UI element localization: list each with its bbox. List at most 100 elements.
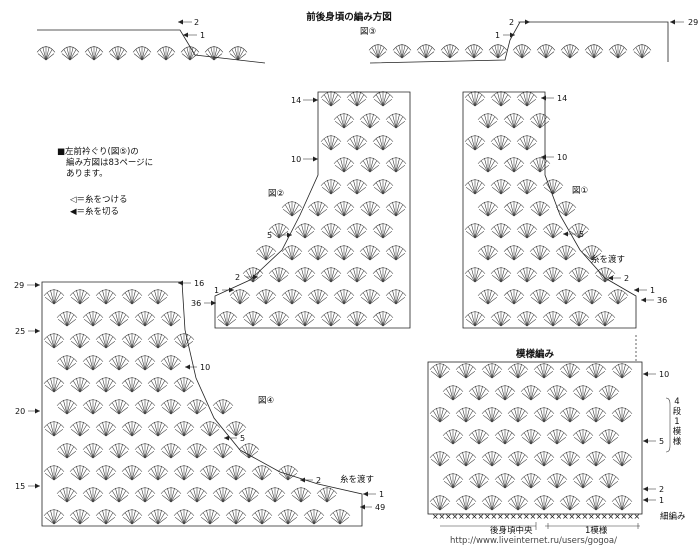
swatch-motif <box>455 407 477 423</box>
row-label-f4-20: 20 <box>15 407 25 416</box>
figure-3-label: 図③ <box>360 27 376 37</box>
fig1-motif <box>542 311 564 327</box>
swatch-motif <box>442 385 464 401</box>
fig1-motif <box>568 267 590 283</box>
fig4-motif <box>43 421 65 437</box>
svg-text:×: × <box>491 512 498 521</box>
fig4-motif <box>56 311 78 327</box>
fig1-motif <box>490 267 512 283</box>
fig4-motif <box>69 333 91 349</box>
fig3-motif <box>512 44 532 59</box>
row-label-pat-5: 5 <box>659 437 664 446</box>
fig2-motif <box>307 201 329 217</box>
swatch-motif <box>559 451 581 467</box>
figure-3-outline <box>37 21 669 64</box>
fig4-motif <box>43 509 65 525</box>
fig2-motif <box>346 223 368 239</box>
watermark-url: http://www.liveinternet.ru/users/gogoa/ <box>450 536 617 546</box>
fig4-motif <box>290 487 312 503</box>
fig4-motif <box>56 399 78 415</box>
fig4-motif <box>95 377 117 393</box>
fig3-motif <box>156 46 176 61</box>
svg-text:×: × <box>621 512 628 521</box>
fig2-motif <box>385 113 407 129</box>
svg-text:×: × <box>549 512 556 521</box>
fig2-motif <box>216 311 238 327</box>
fig1-motif <box>490 223 512 239</box>
fig4-motif <box>82 311 104 327</box>
fig2-motif <box>307 245 329 261</box>
swatch-motif <box>611 451 633 467</box>
fig4-motif <box>277 509 299 525</box>
swatch-motif <box>442 429 464 445</box>
fig2-motif <box>320 267 342 283</box>
fig3-motif <box>416 44 436 59</box>
fig2-motif <box>385 201 407 217</box>
fig4-motif <box>225 509 247 525</box>
fig2-motif <box>281 201 303 217</box>
note-line-3: あります。 <box>66 169 108 179</box>
fig3-motif <box>392 44 412 59</box>
fig4-motif <box>225 421 247 437</box>
row-arrow <box>178 280 191 286</box>
svg-text:×: × <box>569 512 576 521</box>
crochet-motifs <box>36 44 652 525</box>
fig1-motif <box>542 223 564 239</box>
fig1-motif <box>568 223 590 239</box>
svg-text:×: × <box>582 512 589 521</box>
fig4-motif <box>134 487 156 503</box>
row-label-f4-1: 1 <box>379 490 384 499</box>
swatch-motif <box>611 363 633 379</box>
fig4-motif <box>56 443 78 459</box>
fig1-motif <box>516 135 538 151</box>
figure-1-label: 図① <box>572 186 588 196</box>
fig4-motif <box>95 509 117 525</box>
row-label-f4-5: 5 <box>240 434 245 443</box>
svg-text:×: × <box>523 512 530 521</box>
pattern-width-bracket <box>440 522 640 530</box>
fig1-motif <box>529 289 551 305</box>
svg-text:×: × <box>471 512 478 521</box>
fig3-motif <box>132 46 152 61</box>
swatch-motif <box>559 407 581 423</box>
fig4-motif <box>160 311 182 327</box>
row-label-f1-36: 36 <box>657 296 667 305</box>
fig1-motif <box>516 179 538 195</box>
svg-text:×: × <box>465 512 472 521</box>
fig2-motif <box>229 289 251 305</box>
row-label-f3-right-1: 1 <box>495 31 500 40</box>
fig1-motif <box>503 289 525 305</box>
fig1-motif <box>464 179 486 195</box>
fig4-motif <box>121 421 143 437</box>
fig4-motif <box>173 333 195 349</box>
fig2-motif <box>333 113 355 129</box>
fig4-motif <box>316 487 338 503</box>
fig4-motif <box>303 509 325 525</box>
fig2-motif <box>346 179 368 195</box>
swatch-motif <box>494 385 516 401</box>
row-label-f2-36: 36 <box>191 299 201 308</box>
fig1-motif <box>542 179 564 195</box>
fig2-motif <box>385 157 407 173</box>
fig4-motif <box>134 443 156 459</box>
figure-4-outline <box>41 281 363 527</box>
svg-text:×: × <box>504 512 511 521</box>
row-arrow <box>28 483 40 489</box>
fig2-motif <box>346 135 368 151</box>
fig3-motif <box>60 46 80 61</box>
fig2-motif <box>359 289 381 305</box>
row-label-f2-1: 1 <box>214 286 219 295</box>
swatch-motif <box>546 429 568 445</box>
fig4-motif <box>95 289 117 305</box>
row-arrow <box>28 408 40 414</box>
fig4-motif <box>160 399 182 415</box>
swatch-motif <box>611 407 633 423</box>
yarn-pass-label-f4: 糸を渡す <box>340 474 374 485</box>
row-label-f2-2: 2 <box>235 273 240 282</box>
svg-text:×: × <box>588 512 595 521</box>
swatch-motif <box>611 495 633 511</box>
fig4-motif <box>69 465 91 481</box>
swatch-motif <box>520 429 542 445</box>
row-arrow <box>363 491 376 497</box>
svg-text:×: × <box>478 512 485 521</box>
